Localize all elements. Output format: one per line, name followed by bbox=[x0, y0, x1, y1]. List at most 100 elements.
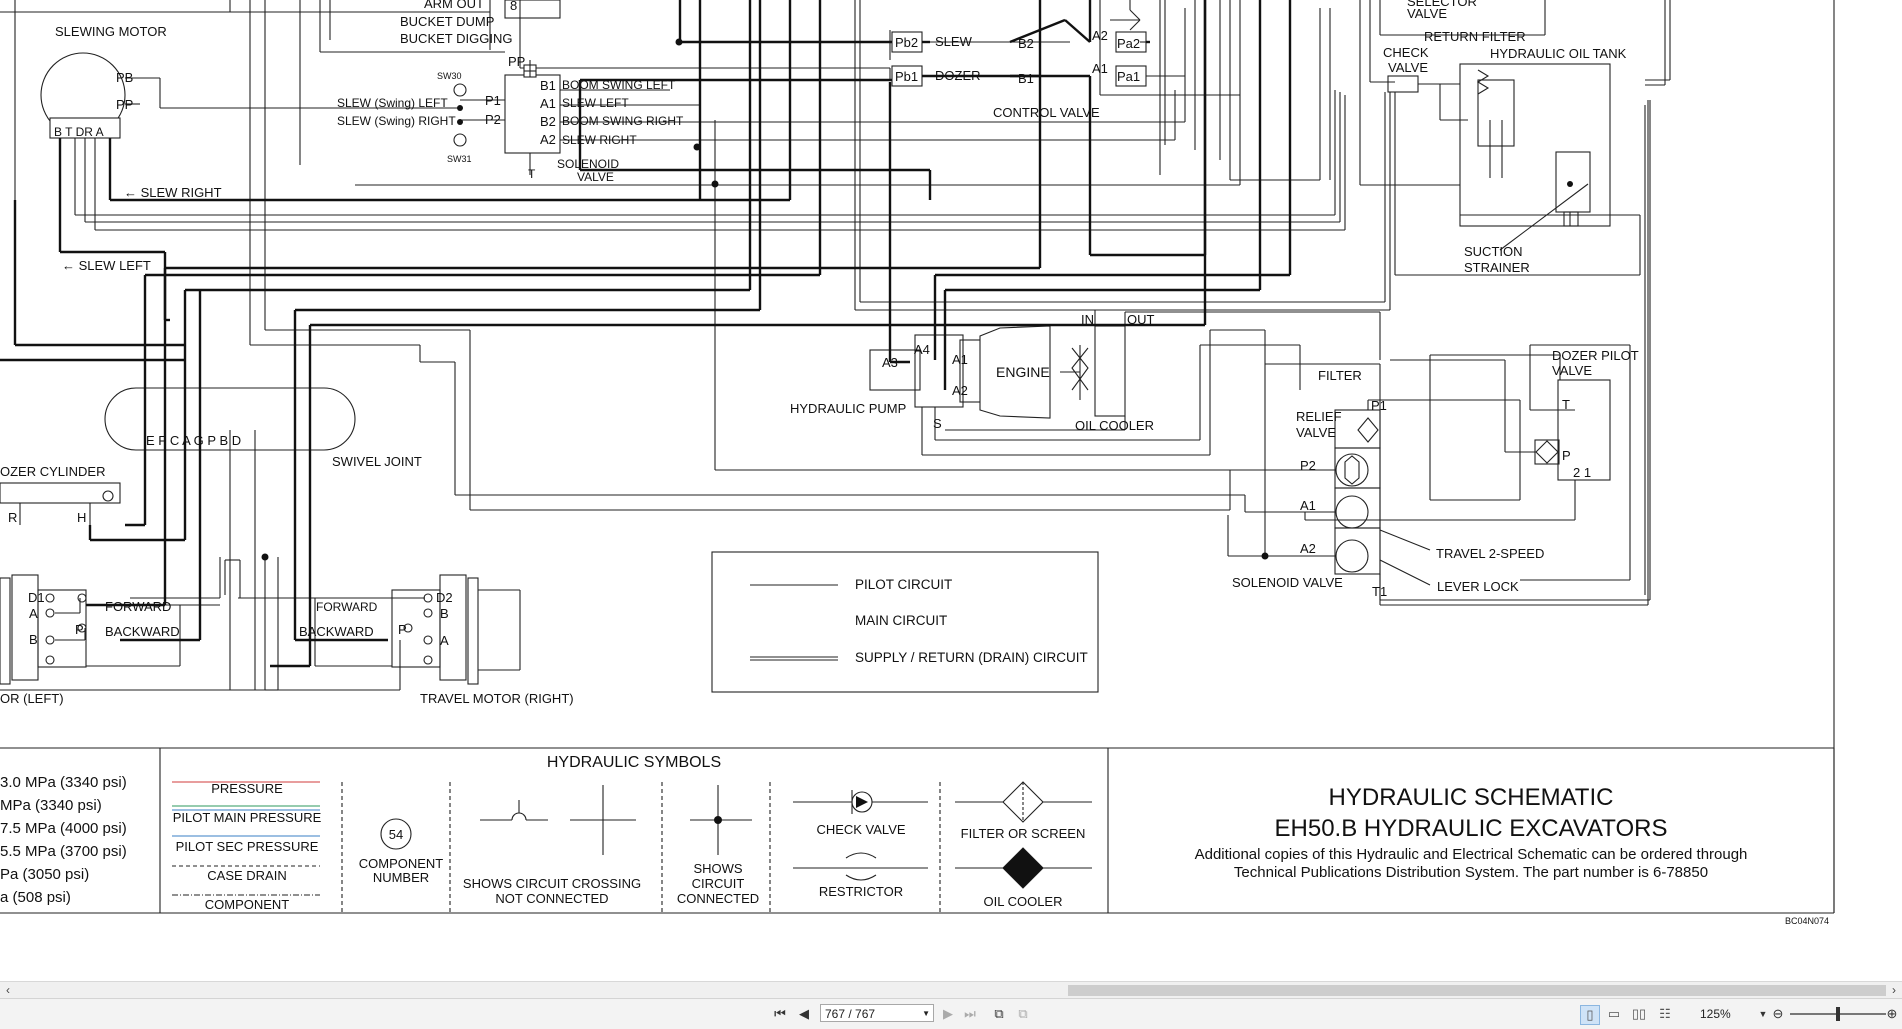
continuous-view-icon[interactable]: ▭ bbox=[1607, 1006, 1621, 1021]
label-p1: P1 bbox=[485, 93, 501, 108]
label-travel-2-speed: TRAVEL 2-SPEED bbox=[1436, 546, 1544, 561]
horizontal-scrollbar[interactable]: ‹ › bbox=[0, 981, 1902, 999]
label-b2: B2 bbox=[540, 114, 556, 129]
label-right-p: P bbox=[398, 622, 407, 637]
label-lever-lock: LEVER LOCK bbox=[1437, 579, 1519, 594]
first-page-icon[interactable]: ⏮ bbox=[774, 1006, 786, 1021]
label-dozer-pilot: DOZER PILOT bbox=[1552, 348, 1639, 363]
label-backward-right: BACKWARD bbox=[299, 624, 374, 639]
page-number-input[interactable]: 767 / 767 ▼ bbox=[820, 1004, 934, 1022]
facing-view-icon[interactable]: ▯▯ bbox=[1631, 1006, 1647, 1021]
pressure-row-1: 3.0 MPa (3340 psi) bbox=[0, 774, 127, 791]
pressure-row-4: 5.5 MPa (3700 psi) bbox=[0, 843, 127, 860]
zoom-out-icon[interactable]: ⊖ bbox=[1772, 1006, 1784, 1021]
component-label-1: COMPONENT bbox=[359, 856, 444, 871]
connected-label-3: CONNECTED bbox=[677, 891, 759, 906]
label-a3: A3 bbox=[882, 355, 898, 370]
crossing-label-2: NOT CONNECTED bbox=[495, 891, 608, 906]
label-a1: A1 bbox=[540, 96, 556, 111]
zoom-level: 125% bbox=[1700, 1007, 1731, 1021]
label-arm-num: 8 bbox=[510, 0, 517, 13]
label-boom-swing-right: BOOM SWING RIGHT bbox=[562, 114, 684, 128]
label-sv-a1: A1 bbox=[1300, 498, 1316, 513]
hydraulic-schematic-drawing: ARM OUT 8 BUCKET DUMP BUCKET DIGGING SLE… bbox=[0, 0, 1835, 926]
legend-pilot-circuit: PILOT CIRCUIT bbox=[855, 577, 952, 592]
pressure-row-6: a (508 psi) bbox=[0, 889, 71, 906]
label-sv-p2: P2 bbox=[1300, 458, 1316, 473]
label-forward-left: FORWARD bbox=[105, 599, 171, 614]
label-dp-t: T bbox=[1562, 397, 1570, 412]
label-dozer-pilot-valve: VALVE bbox=[1552, 363, 1592, 378]
label-oil-cooler: OIL COOLER bbox=[1075, 418, 1154, 433]
symbols-title: HYDRAULIC SYMBOLS bbox=[547, 754, 721, 771]
label-bt-dr-a: B T DR A bbox=[54, 125, 104, 139]
label-slewing-motor: SLEWING MOTOR bbox=[55, 24, 167, 39]
label-pb2: Pb2 bbox=[895, 35, 918, 50]
scrollbar-thumb[interactable] bbox=[1068, 985, 1886, 996]
label-in: IN bbox=[1081, 312, 1094, 327]
scroll-right-icon[interactable]: › bbox=[1892, 983, 1896, 997]
line-component: COMPONENT bbox=[205, 897, 290, 912]
label-bucket-digging: BUCKET DIGGING bbox=[400, 31, 512, 46]
label-travel-motor-left: OR (LEFT) bbox=[0, 691, 64, 706]
line-pressure: PRESSURE bbox=[211, 781, 283, 796]
label-boom-swing-left: BOOM SWING LEFT bbox=[562, 78, 676, 92]
page-copy-icon[interactable]: ⧉ bbox=[994, 1006, 1004, 1021]
label-cv-b1: B1 bbox=[1018, 71, 1034, 86]
label-swivel-joint: SWIVEL JOINT bbox=[332, 454, 422, 469]
scroll-left-icon[interactable]: ‹ bbox=[6, 983, 10, 997]
last-page-icon[interactable]: ⏭ bbox=[964, 1006, 976, 1021]
label-arm-out: ARM OUT bbox=[424, 0, 484, 11]
label-dozer-cylinder: OZER CYLINDER bbox=[0, 464, 105, 479]
zoom-in-icon[interactable]: ⊕ bbox=[1886, 1006, 1898, 1021]
single-page-view-icon[interactable]: ▯ bbox=[1580, 1005, 1600, 1025]
label-d2: D2 bbox=[436, 590, 453, 605]
restrictor-label: RESTRICTOR bbox=[819, 884, 903, 899]
line-pilot-sec: PILOT SEC PRESSURE bbox=[176, 839, 319, 854]
label-swivel-ports: E F C A G P B D bbox=[146, 433, 241, 448]
label-left-b: B bbox=[29, 632, 38, 647]
schematic-note-2: Technical Publications Distribution Syst… bbox=[1234, 864, 1708, 881]
label-filter: FILTER bbox=[1318, 368, 1362, 383]
label-backward-left: BACKWARD bbox=[105, 624, 180, 639]
label-a2: A2 bbox=[540, 132, 556, 147]
label-right-a: A bbox=[440, 633, 449, 648]
connected-label-2: CIRCUIT bbox=[692, 876, 745, 891]
legend-main-circuit: MAIN CIRCUIT bbox=[855, 613, 947, 628]
label-control-valve: CONTROL VALVE bbox=[993, 105, 1100, 120]
label-bucket-dump: BUCKET DUMP bbox=[400, 14, 494, 29]
label-slew-right: ← SLEW RIGHT bbox=[124, 185, 222, 200]
line-case-drain: CASE DRAIN bbox=[207, 868, 286, 883]
label-suction: SUCTION bbox=[1464, 244, 1523, 259]
label-r: R bbox=[8, 510, 17, 525]
chevron-down-icon[interactable]: ▼ bbox=[922, 1009, 930, 1018]
label-check-1: CHECK bbox=[1383, 45, 1429, 60]
page-paste-icon[interactable]: ⧉ bbox=[1018, 1006, 1028, 1021]
viewer-status-bar: ⏮ ◀ 767 / 767 ▼ ▶ ⏭ ⧉ ⧉ ▯ ▭ ▯▯ ☷ 125% ▼ … bbox=[0, 998, 1902, 1029]
label-solenoid-valve: SOLENOID VALVE bbox=[1232, 575, 1343, 590]
label-relief-1: RELIEF bbox=[1296, 409, 1342, 424]
pressure-row-3: 7.5 MPa (4000 psi) bbox=[0, 820, 127, 837]
label-left-a: A bbox=[29, 606, 38, 621]
schematic-page: ARM OUT 8 BUCKET DUMP BUCKET DIGGING SLE… bbox=[0, 0, 1835, 926]
line-pilot-main: PILOT MAIN PRESSURE bbox=[173, 810, 322, 825]
label-cv-b2: B2 bbox=[1018, 36, 1034, 51]
label-relief-2: VALVE bbox=[1296, 425, 1336, 440]
next-page-icon[interactable]: ▶ bbox=[943, 1006, 953, 1021]
component-label-2: NUMBER bbox=[373, 870, 429, 885]
check-valve-label: CHECK VALVE bbox=[816, 822, 905, 837]
label-pump-a2: A2 bbox=[952, 383, 968, 398]
label-selector: SELECTOR bbox=[1407, 0, 1477, 9]
pressure-row-2: MPa (3340 psi) bbox=[0, 797, 102, 814]
label-pb1: Pb1 bbox=[895, 69, 918, 84]
label-slew-swing-right: SLEW (Swing) RIGHT bbox=[337, 114, 456, 128]
zoom-slider-handle[interactable] bbox=[1836, 1007, 1840, 1021]
continuous-facing-view-icon[interactable]: ☷ bbox=[1659, 1006, 1671, 1021]
label-pa2: Pa2 bbox=[1117, 36, 1140, 51]
label-d1: D1 bbox=[28, 590, 45, 605]
label-slew-left: ← SLEW LEFT bbox=[62, 258, 151, 273]
zoom-dropdown-icon[interactable]: ▼ bbox=[1758, 1009, 1768, 1019]
label-slew: SLEW bbox=[935, 34, 973, 49]
prev-page-icon[interactable]: ◀ bbox=[799, 1006, 809, 1021]
label-dozer: DOZER bbox=[935, 68, 981, 83]
